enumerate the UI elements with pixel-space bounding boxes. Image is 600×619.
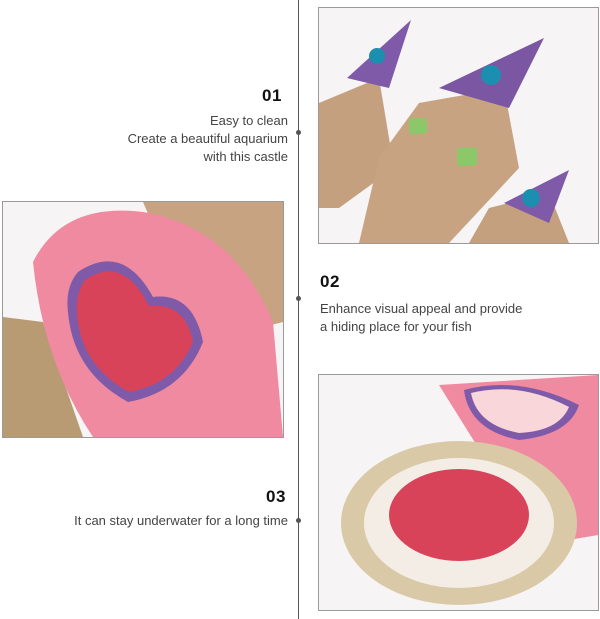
timeline-line (298, 0, 299, 619)
castle-tube-opening-photo (318, 374, 599, 611)
feature-2-text: Enhance visual appeal and provide a hidi… (320, 300, 522, 336)
feature-3-number: 03 (266, 487, 286, 506)
feature-3-line: It can stay underwater for a long time (74, 513, 288, 528)
timeline-dot (296, 296, 301, 301)
feature-1-line: Easy to clean (209, 113, 288, 128)
castle-heart-opening-photo (2, 201, 284, 438)
feature-2-line: a hiding place for your fish (320, 319, 472, 334)
feature-3-text: It can stay underwater for a long time (74, 512, 288, 530)
feature-1-text: Easy to clean Create a beautiful aquariu… (128, 112, 288, 166)
feature-2-number: 02 (320, 272, 340, 291)
feature-1-line: Create a beautiful aquarium (127, 131, 288, 146)
feature-1-line: with this castle (203, 149, 288, 164)
castle-towers-photo (318, 7, 599, 244)
feature-1-number: 01 (262, 86, 282, 105)
timeline-dot (296, 130, 301, 135)
timeline-dot (296, 518, 301, 523)
feature-2-line: Enhance visual appeal and provide (320, 301, 523, 316)
